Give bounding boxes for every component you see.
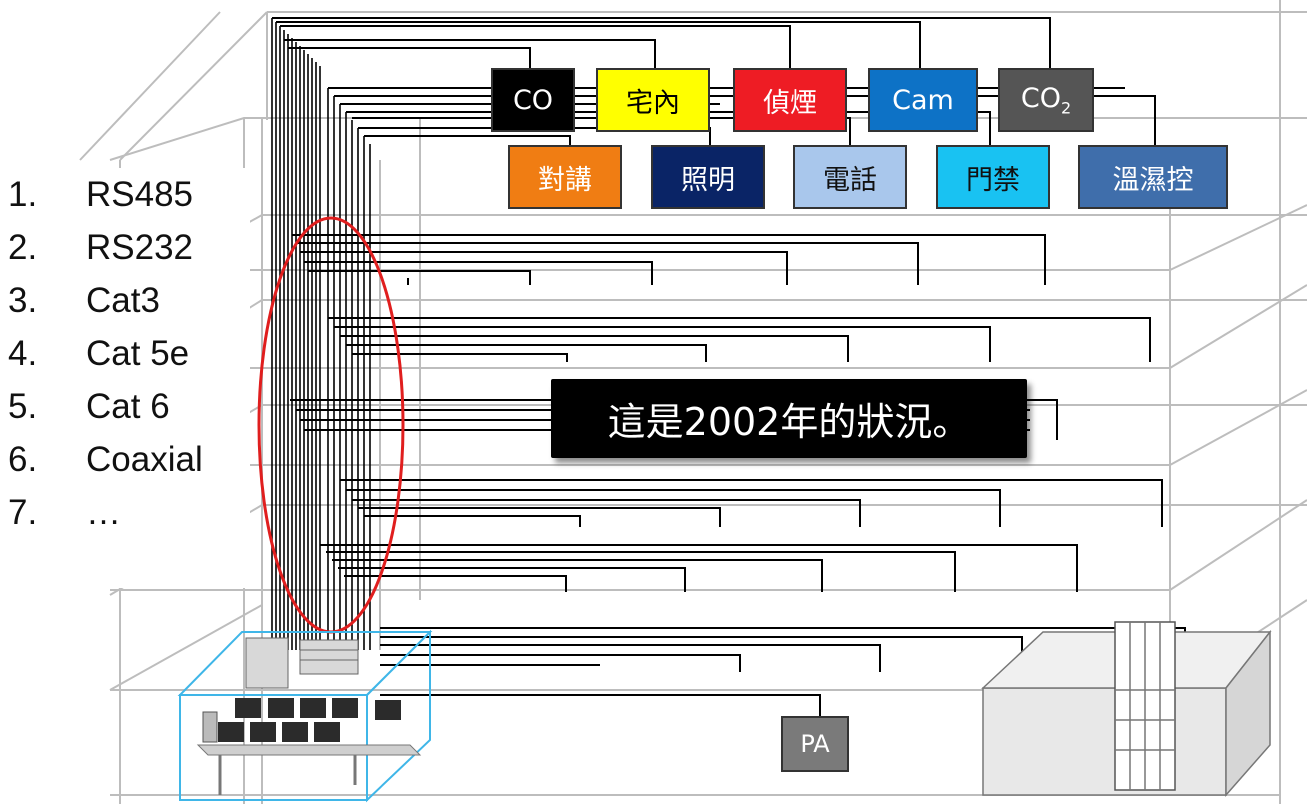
system-label: 宅內 (626, 87, 680, 119)
system-box-cam: Cam (868, 68, 978, 132)
system-box-co: CO (491, 68, 575, 132)
system-label: 電話 (823, 164, 877, 196)
pa-system-box: PA (781, 716, 849, 772)
computer-workstation-icon (196, 698, 422, 795)
cable-type-list: 1.RS485 2.RS232 3.Cat3 4.Cat 5e 5.Cat 6 … (0, 168, 250, 588)
list-item: 3. Cat3 (0, 274, 250, 327)
list-item: 2. RS232 (0, 221, 250, 274)
server-room (177, 629, 433, 803)
list-item-number: 6. (8, 440, 38, 479)
system-box-hvac: 溫濕控 (1078, 145, 1228, 209)
list-item-name: RS232 (86, 228, 194, 267)
electrical-cabinet-icon (981, 621, 1272, 797)
system-box-in-home: 宅內 (596, 68, 710, 132)
list-item-name: Cat3 (86, 281, 160, 320)
list-item: 4. Cat 5e (0, 327, 250, 380)
list-item: 1. RS485 (0, 168, 250, 221)
system-box-intercom: 對講 (508, 145, 622, 209)
list-item-number: 4. (8, 334, 38, 373)
list-item: 7. … (0, 486, 250, 539)
list-item: 6. Coaxial (0, 433, 250, 486)
list-item-number: 5. (8, 387, 38, 426)
list-item-name: RS485 (86, 175, 194, 214)
system-box-access: 門禁 (936, 145, 1050, 209)
system-label: 門禁 (966, 164, 1020, 196)
system-label: 溫濕控 (1112, 164, 1194, 196)
system-label: CO2 (1021, 83, 1071, 117)
list-item-number: 3. (8, 281, 38, 320)
list-item-number: 7. (8, 493, 38, 532)
system-box-smoke: 偵煙 (733, 68, 847, 132)
server-rack-icon (245, 637, 359, 689)
system-box-co2: CO2 (998, 68, 1094, 132)
system-box-lighting: 照明 (651, 145, 765, 209)
list-item-name: Cat 6 (86, 387, 170, 426)
system-label: 偵煙 (763, 87, 817, 119)
co2-main: CO (1020, 82, 1061, 114)
year-callout: 這是2002年的狀況。 (551, 379, 1027, 458)
system-label: Cam (892, 84, 954, 116)
system-label: 照明 (681, 164, 735, 196)
list-item-name: Coaxial (86, 440, 203, 479)
system-label: 對講 (538, 164, 592, 196)
list-item-number: 2. (8, 228, 38, 267)
list-item-name: … (86, 493, 121, 532)
list-item: 5. Cat 6 (0, 380, 250, 433)
pa-label: PA (800, 730, 830, 758)
list-item-name: Cat 5e (86, 334, 190, 373)
callout-text: 這是2002年的狀況。 (607, 400, 971, 444)
co2-subscript: 2 (1060, 98, 1072, 118)
system-box-phone: 電話 (793, 145, 907, 209)
list-item-number: 1. (8, 175, 38, 214)
system-label: CO (512, 84, 554, 116)
